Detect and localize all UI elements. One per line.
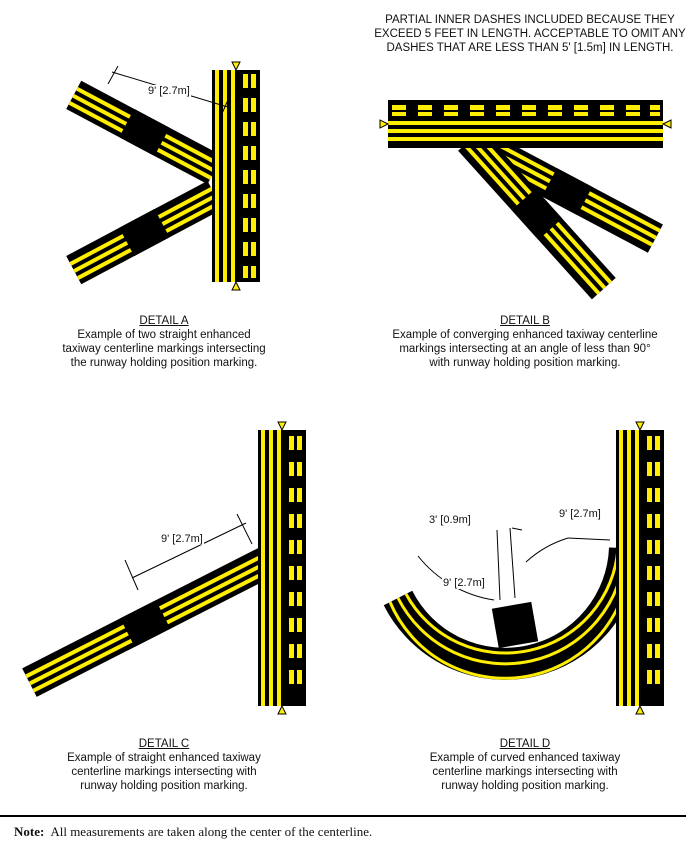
detail-c-title: DETAIL C — [138, 738, 190, 750]
top-note-line-2: EXCEED 5 FEET IN LENGTH. ACCEPTABLE TO O… — [374, 28, 686, 40]
detail-d-measure-c: 9' [2.7m] — [442, 577, 486, 589]
detail-c-line-2: centerline markings intersecting with — [71, 766, 257, 778]
detail-d-measure-a: 3' [0.9m] — [428, 514, 472, 526]
footer-note-text: All measurements are taken along the cen… — [50, 824, 373, 839]
top-note-line-3: DASHES THAT ARE LESS THAN 5' [1.5m] IN L… — [386, 42, 674, 54]
detail-b-line-2: markings intersecting at an angle of les… — [399, 343, 651, 355]
detail-a-drawing — [66, 65, 260, 285]
detail-d-line-3: runway holding position marking. — [441, 780, 609, 792]
detail-d-line-1: Example of curved enhanced taxiway — [429, 752, 621, 764]
detail-a-line-1: Example of two straight enhanced — [77, 329, 251, 341]
detail-b-line-3: with runway holding position marking. — [429, 357, 621, 369]
runway-end-arrows — [231, 61, 672, 715]
detail-b-title: DETAIL B — [500, 315, 550, 327]
detail-a-title: DETAIL A — [139, 315, 189, 327]
detail-c-line-1: Example of straight enhanced taxiway — [67, 752, 261, 764]
footer-note: Note: All measurements are taken along th… — [14, 824, 372, 840]
detail-c-drawing — [22, 430, 306, 706]
detail-d-drawing — [383, 430, 664, 706]
footer-divider — [0, 815, 686, 817]
detail-c-line-3: runway holding position marking. — [80, 780, 248, 792]
detail-a-line-2: taxiway centerline markings intersecting — [62, 343, 266, 355]
detail-a-line-3: the runway holding position marking. — [70, 357, 258, 369]
detail-a-measure: 9' [2.7m] — [147, 85, 191, 97]
detail-d-measure-b: 9' [2.7m] — [558, 508, 602, 520]
detail-b-line-1: Example of converging enhanced taxiway c… — [392, 329, 658, 341]
detail-b-drawing — [388, 100, 663, 300]
detail-d-line-2: centerline markings intersecting with — [432, 766, 618, 778]
footer-note-label: Note: — [14, 824, 45, 839]
top-note-line-1: PARTIAL INNER DASHES INCLUDED BECAUSE TH… — [385, 14, 675, 26]
detail-c-measure: 9' [2.7m] — [160, 533, 204, 545]
detail-d-title: DETAIL D — [499, 738, 551, 750]
